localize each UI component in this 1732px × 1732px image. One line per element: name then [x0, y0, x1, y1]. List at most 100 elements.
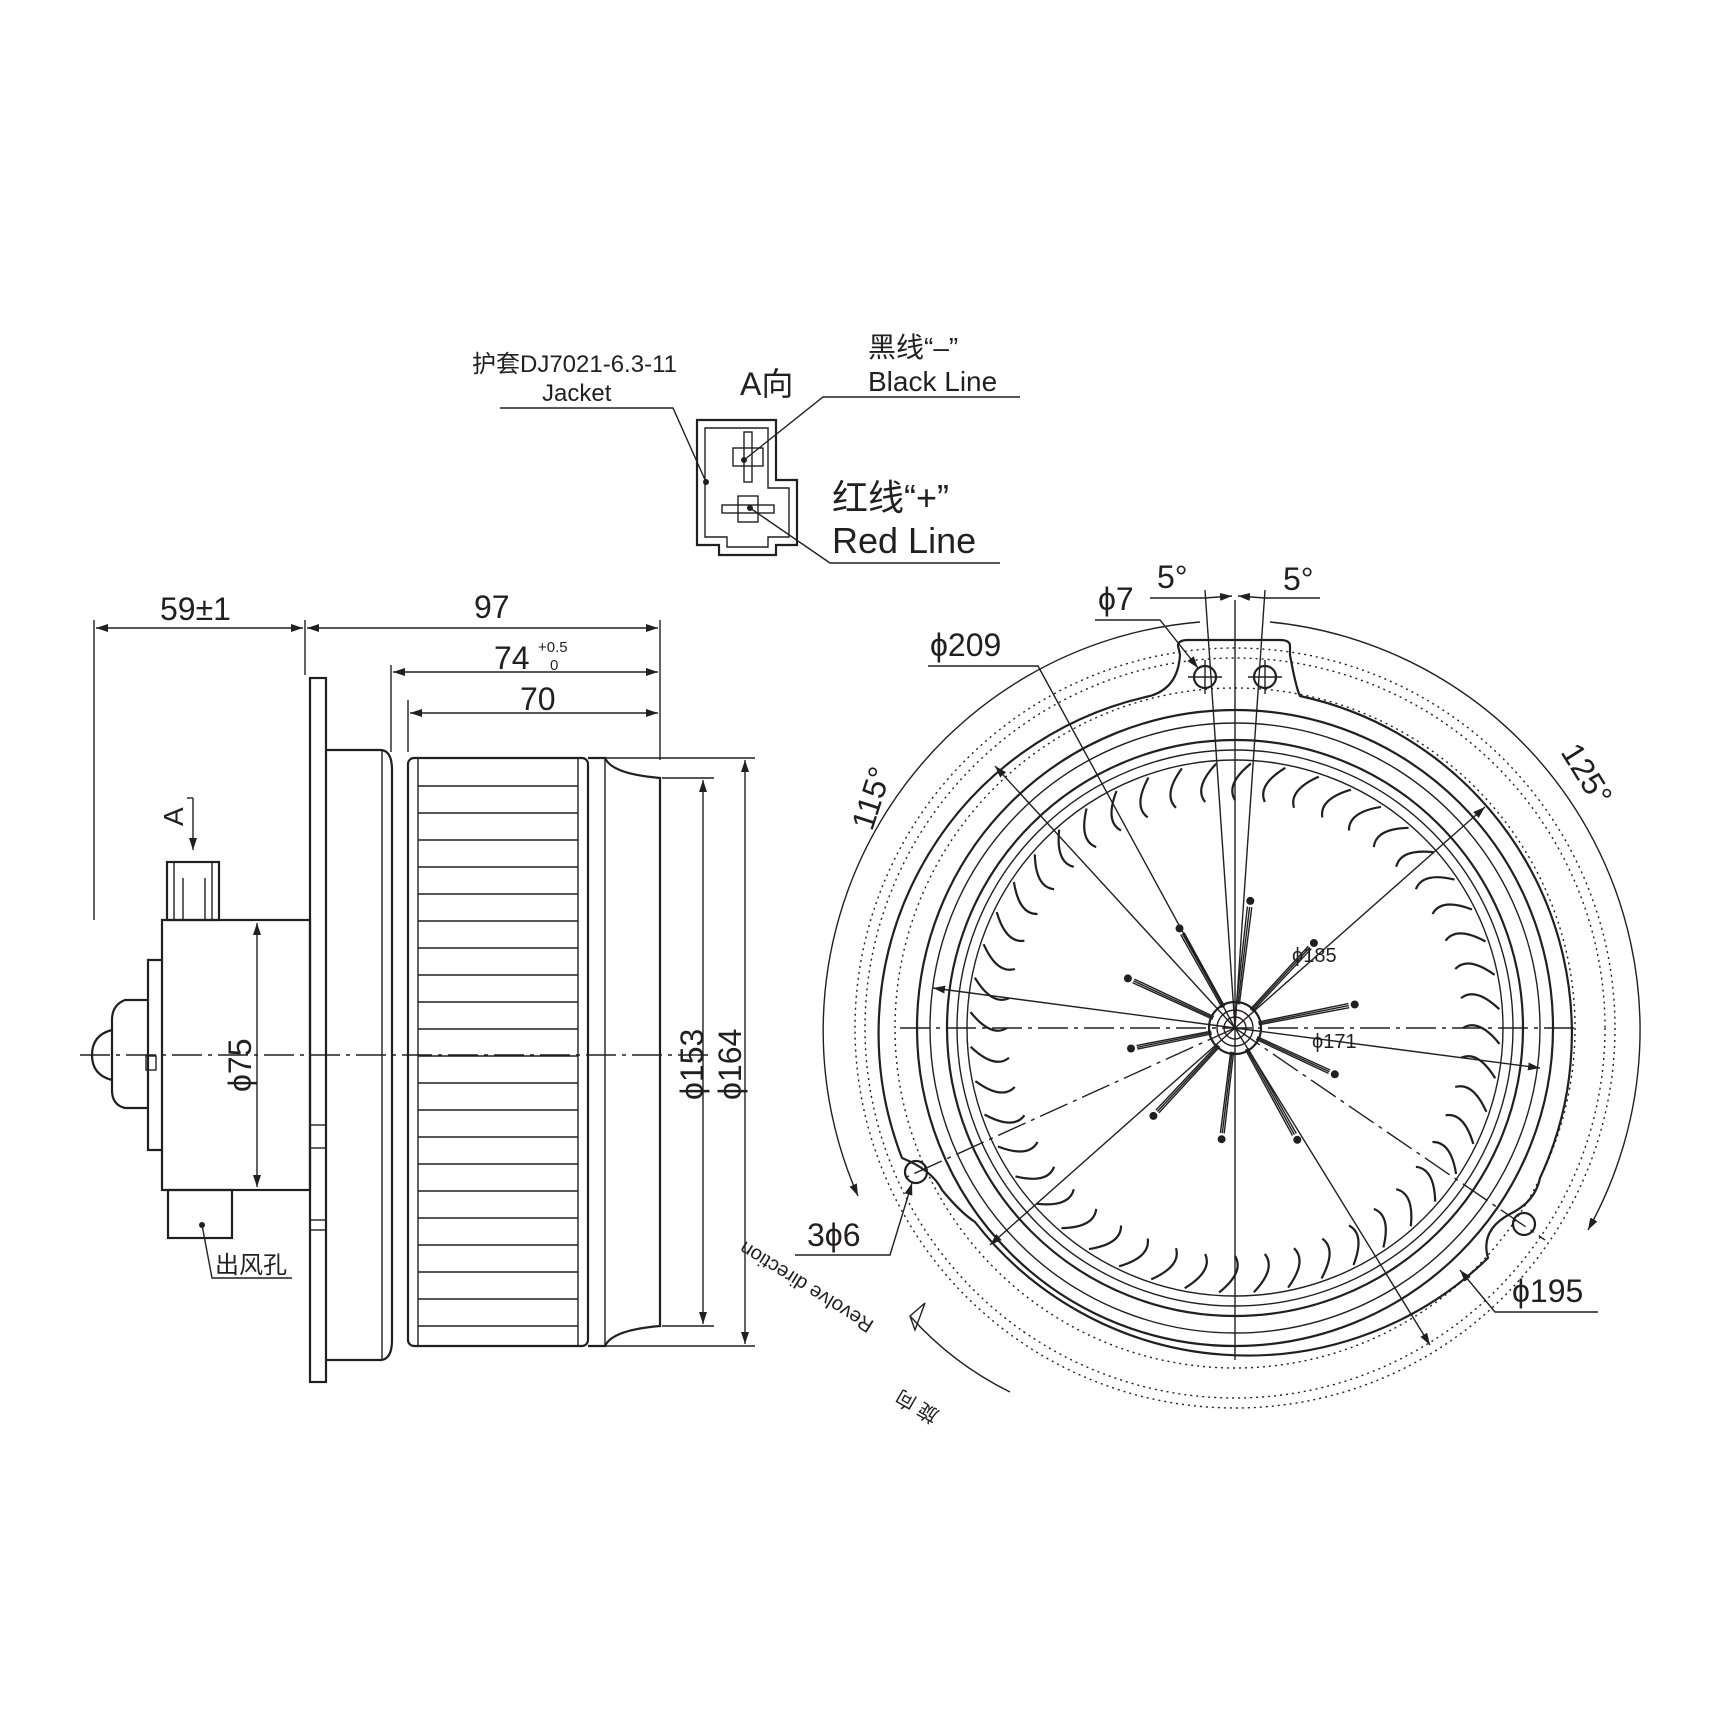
impeller-blade: [1110, 790, 1122, 832]
impeller-blade: [1061, 1208, 1098, 1230]
angle-5-left: 5°: [1157, 559, 1188, 595]
hub-spoke-line: [1156, 1045, 1220, 1112]
hub-spoke-line: [1246, 1048, 1296, 1135]
dim-74-tol-lower: 0: [550, 657, 558, 674]
bearing-cap: [110, 998, 148, 1110]
hub-spoke-tip: [1217, 1135, 1226, 1144]
impeller-blade: [1292, 775, 1320, 809]
impeller-blade: [1033, 854, 1055, 891]
hub-spoke-line: [1183, 932, 1226, 1007]
impeller-blade: [1253, 1253, 1270, 1294]
black-terminal: [732, 447, 764, 467]
side-view: 59±1 97 74 +0.5 0 70 出风孔 A: [80, 589, 755, 1384]
connector-view: 护套DJ7021-6.3-11 Jacket A向 黑线“–” Black Li…: [472, 332, 1020, 564]
dim-phi195-label: ϕ195: [1512, 1273, 1583, 1309]
hub-spoke-line: [1133, 980, 1214, 1019]
angle-5-right: 5°: [1283, 561, 1314, 597]
dim-phi75-label: ϕ75: [222, 1038, 258, 1092]
impeller-blade: [1454, 962, 1496, 976]
revolve-direction-label-cn: 旋 向: [892, 1385, 943, 1428]
dim-74-tol-upper: +0.5: [538, 639, 568, 656]
hub-spoke-line: [1180, 934, 1223, 1009]
impeller-side: [406, 756, 590, 1348]
dim-97-label: 97: [474, 589, 510, 625]
hub-spoke-tip: [1123, 974, 1132, 983]
impeller-blade: [1395, 850, 1434, 868]
view-a-label: A向: [740, 366, 793, 402]
impeller-blade: [1414, 876, 1455, 890]
hub-spoke-line: [1155, 1044, 1219, 1111]
revolve-direction-arc: [909, 1315, 1011, 1393]
impeller-blade: [1347, 805, 1382, 831]
hub-spoke-line: [1134, 978, 1215, 1018]
outlet-label: 出风孔: [215, 1252, 287, 1279]
impeller-blade: [969, 1046, 1010, 1063]
angle-125-arc: [1269, 621, 1641, 1231]
impeller-blade: [1320, 1237, 1331, 1280]
impeller-blade: [1432, 1140, 1458, 1175]
impeller-blade: [1015, 1166, 1056, 1180]
hub-spoke-tip: [1293, 1135, 1302, 1144]
red-terminal: [721, 504, 775, 514]
view-arrow-label: A: [158, 807, 189, 826]
hub-spoke-line: [1249, 945, 1309, 1010]
impeller-blade: [1445, 1113, 1475, 1145]
impeller-end-ring: [588, 756, 662, 1348]
impeller-blade: [969, 1011, 1008, 1032]
hub-spoke-line: [1257, 1036, 1331, 1071]
jacket-label-en: Jacket: [542, 380, 612, 407]
front-view: 5° 5° ϕ7 ϕ209 115° 125° ϕ185 ϕ171 3ϕ6 ϕ1…: [736, 559, 1641, 1428]
dim-phi164-label: ϕ164: [712, 1029, 748, 1100]
impeller-blade: [1169, 767, 1183, 809]
impeller-blade: [1373, 1207, 1387, 1248]
hub-spoke-line: [1258, 1007, 1350, 1026]
impeller-blade: [1118, 1238, 1150, 1268]
hub-spoke-line: [1137, 1033, 1212, 1050]
mounting-flange: [308, 676, 328, 1384]
red-terminal-box: [737, 495, 759, 523]
hub-spoke-line: [1223, 1051, 1235, 1134]
impeller-blade: [1262, 766, 1286, 803]
hub-spoke-line: [1132, 982, 1213, 1020]
hub-spoke-line: [1221, 1051, 1233, 1134]
impeller-blade: [995, 911, 1025, 943]
impeller-blade: [1088, 1225, 1123, 1251]
impeller-blade: [997, 1141, 1039, 1153]
impeller-blade: [1150, 1247, 1178, 1281]
impeller-blade: [1057, 829, 1075, 868]
hub-spoke-tip: [1246, 896, 1255, 905]
dim-phi171-label: ϕ171: [1312, 1031, 1357, 1053]
impeller-blades: [418, 785, 578, 1327]
red-line-label-en: Red Line: [832, 520, 976, 561]
dim-phi171-line: [1234, 1027, 1541, 1071]
mounting-hole-lower-left: [903, 1159, 929, 1185]
hub-spoke-line: [1136, 1031, 1212, 1048]
side-connector: [165, 860, 221, 922]
angle-115-label: 115°: [844, 762, 898, 834]
dim-3phi6-label: 3ϕ6: [807, 1217, 861, 1253]
dim-phi209-label: ϕ209: [930, 627, 1001, 663]
hub-spoke-tip: [1127, 1044, 1135, 1053]
mounting-hole-lower-right: [1511, 1211, 1537, 1237]
impeller-blades-front: [969, 762, 1501, 1294]
impeller-blade: [1372, 826, 1409, 848]
impeller-blade: [1287, 1247, 1301, 1289]
impeller-blade: [1415, 1165, 1437, 1202]
impeller-blade: [982, 943, 1016, 971]
impeller-blade: [1083, 808, 1097, 849]
dim-59-label: 59±1: [160, 591, 231, 627]
hub-spoke-line: [1158, 1046, 1221, 1114]
front-flange: [877, 638, 1573, 1357]
air-outlet: [166, 1188, 234, 1240]
hub-spoke-line: [1219, 1051, 1232, 1134]
angle-115-arc: [822, 621, 1201, 1197]
impeller-blade: [1444, 932, 1487, 943]
impeller-blade: [1036, 1188, 1075, 1206]
dim-70-label: 70: [520, 681, 556, 717]
impeller-blade: [1454, 1085, 1488, 1113]
hub-spoke-tip: [1309, 939, 1318, 947]
dim-phi185-label: ϕ185: [1292, 945, 1337, 967]
hub-spoke-tip: [1330, 1070, 1339, 1079]
impeller-blade: [1460, 993, 1501, 1010]
dim-74-label: 74: [494, 640, 530, 676]
